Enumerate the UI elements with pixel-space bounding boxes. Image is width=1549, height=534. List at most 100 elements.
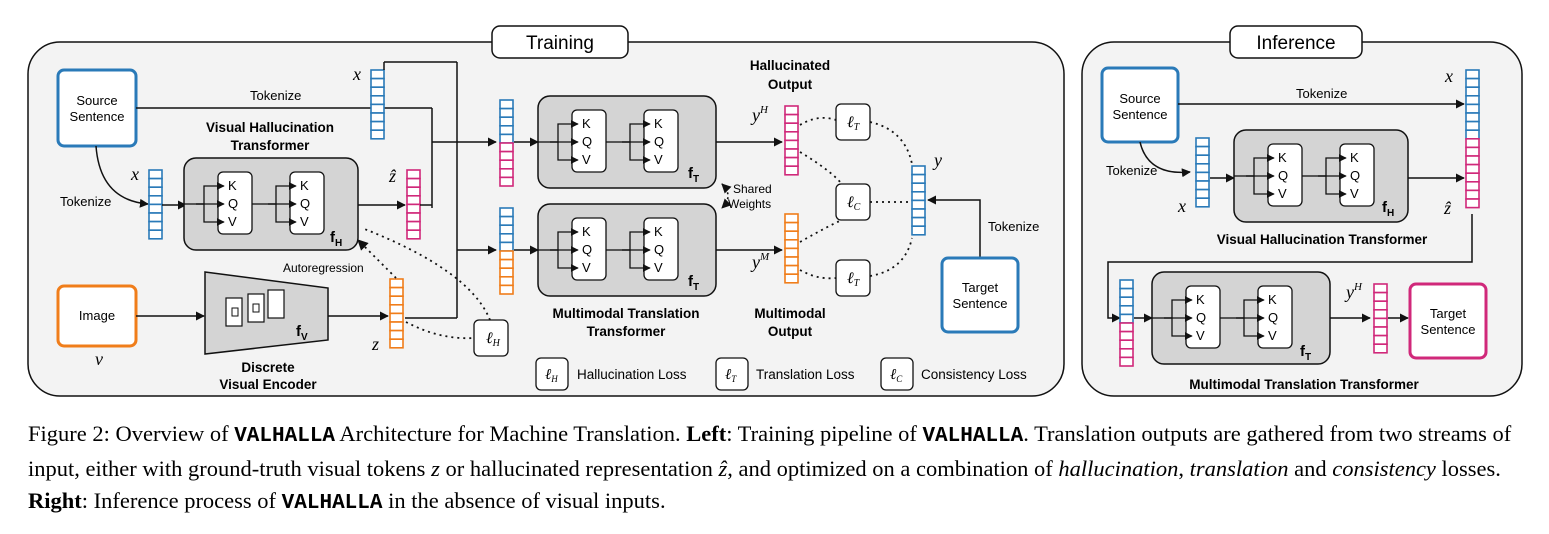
token-cell xyxy=(499,233,514,244)
token-cell xyxy=(1373,334,1388,346)
inference-tokenize-top: Tokenize xyxy=(1296,86,1347,101)
kqv-label: Q xyxy=(300,196,310,211)
kqv-label: Q xyxy=(228,196,238,211)
kqv-label: K xyxy=(582,224,591,239)
inference-target-sentence-box: Target Sentence xyxy=(1408,282,1488,360)
shared-weights-line2: Weights xyxy=(728,197,771,211)
token-cell xyxy=(1119,330,1134,342)
token-cell xyxy=(499,241,514,252)
kqv-label: V xyxy=(654,152,663,167)
token-cell xyxy=(1195,188,1210,200)
loss-h-box: ℓH xyxy=(473,319,509,357)
token-cell xyxy=(911,208,926,219)
token-cell xyxy=(1119,356,1134,367)
token-cell xyxy=(1373,300,1388,311)
token-cell xyxy=(406,212,421,223)
kqv-label: K xyxy=(654,224,663,239)
token-cell xyxy=(911,165,926,176)
x-label-left: x xyxy=(130,164,139,184)
attention-input-arrow xyxy=(550,141,579,164)
token-cell xyxy=(1465,77,1480,88)
svg-text:Sentence: Sentence xyxy=(1421,322,1476,337)
token-cell xyxy=(499,168,514,179)
shared-weights-line1: Shared xyxy=(733,182,772,196)
token-cell xyxy=(148,177,163,189)
attention-input-arrow xyxy=(622,249,651,272)
token-column-z-hat xyxy=(406,169,421,240)
token-column-z xyxy=(389,278,404,349)
token-cell xyxy=(911,191,926,202)
inference-yh-label: yH xyxy=(1344,281,1363,302)
token-cell xyxy=(1119,279,1134,290)
target-sentence-box-training: Target Sentence xyxy=(940,256,1020,334)
token-cell xyxy=(784,273,799,284)
svg-text:Sentence: Sentence xyxy=(1113,107,1168,122)
token-cell xyxy=(406,169,421,180)
svg-text:Source: Source xyxy=(1119,91,1160,106)
token-cell xyxy=(1465,129,1480,140)
loss-t-box-bottom: ℓT xyxy=(835,259,871,297)
token-cell xyxy=(1465,155,1480,166)
kqv-label: K xyxy=(1350,150,1359,165)
token-cell xyxy=(1465,181,1480,192)
token-cell xyxy=(1119,304,1134,316)
tokenize-label-top: Tokenize xyxy=(250,88,301,103)
token-cell xyxy=(499,133,514,144)
kqv-label: K xyxy=(1268,292,1277,307)
token-cell xyxy=(1195,145,1210,157)
token-cell xyxy=(784,113,799,124)
token-cell xyxy=(784,165,799,176)
token-cell xyxy=(784,221,799,233)
loss-t-box-top: ℓT xyxy=(835,103,871,141)
token-cell xyxy=(1119,296,1134,307)
token-cell xyxy=(1465,189,1480,200)
token-cell xyxy=(1465,146,1480,157)
token-cell xyxy=(370,103,385,114)
kqv-label: K xyxy=(1278,150,1287,165)
token-cell xyxy=(389,321,404,332)
token-cell xyxy=(148,195,163,206)
inference-tokenize-left: Tokenize xyxy=(1106,163,1157,178)
token-cell xyxy=(784,239,799,250)
legend: ℓH Hallucination Loss ℓT Translation Los… xyxy=(535,357,1027,391)
encoder-label-line1: Discrete xyxy=(241,360,295,375)
token-cell xyxy=(784,139,799,150)
token-cell xyxy=(389,329,404,341)
hallucinated-output-line1: Hallucinated xyxy=(750,58,830,73)
kqv-label: Q xyxy=(1350,168,1360,183)
attention-input-arrow xyxy=(622,141,651,164)
source-sentence-box: Source Sentence xyxy=(56,68,138,148)
token-cell xyxy=(1195,154,1210,165)
token-cell xyxy=(1465,86,1480,97)
attention-input-arrow xyxy=(268,203,297,226)
token-cell xyxy=(1195,137,1210,148)
token-cell xyxy=(784,256,799,267)
inference-fh-label: fH xyxy=(1382,199,1394,219)
token-cell xyxy=(1373,326,1388,337)
inference-x-top: x xyxy=(1444,66,1453,86)
token-cell xyxy=(406,195,421,206)
token-cell xyxy=(499,250,514,261)
kqv-label: Q xyxy=(582,242,592,257)
token-cell xyxy=(784,148,799,159)
token-cell xyxy=(911,225,926,236)
encoder-label-line2: Visual Encoder xyxy=(219,377,317,392)
token-column-mmt-input-top xyxy=(499,99,514,187)
token-cell xyxy=(499,99,514,110)
attention-input-arrow xyxy=(1164,317,1193,340)
x-label-top: x xyxy=(352,64,361,84)
token-cell xyxy=(406,229,421,240)
token-cell xyxy=(499,267,514,278)
inference-mmt-label: Multimodal Translation Transformer xyxy=(1189,377,1419,392)
kqv-label: V xyxy=(228,214,237,229)
token-cell xyxy=(784,105,799,116)
token-cell xyxy=(1195,197,1210,208)
token-cell xyxy=(370,120,385,131)
token-cell xyxy=(389,278,404,289)
svg-text:Source: Source xyxy=(76,93,117,108)
token-column-inference-mmt-input xyxy=(1119,279,1134,367)
token-cell xyxy=(370,69,385,80)
